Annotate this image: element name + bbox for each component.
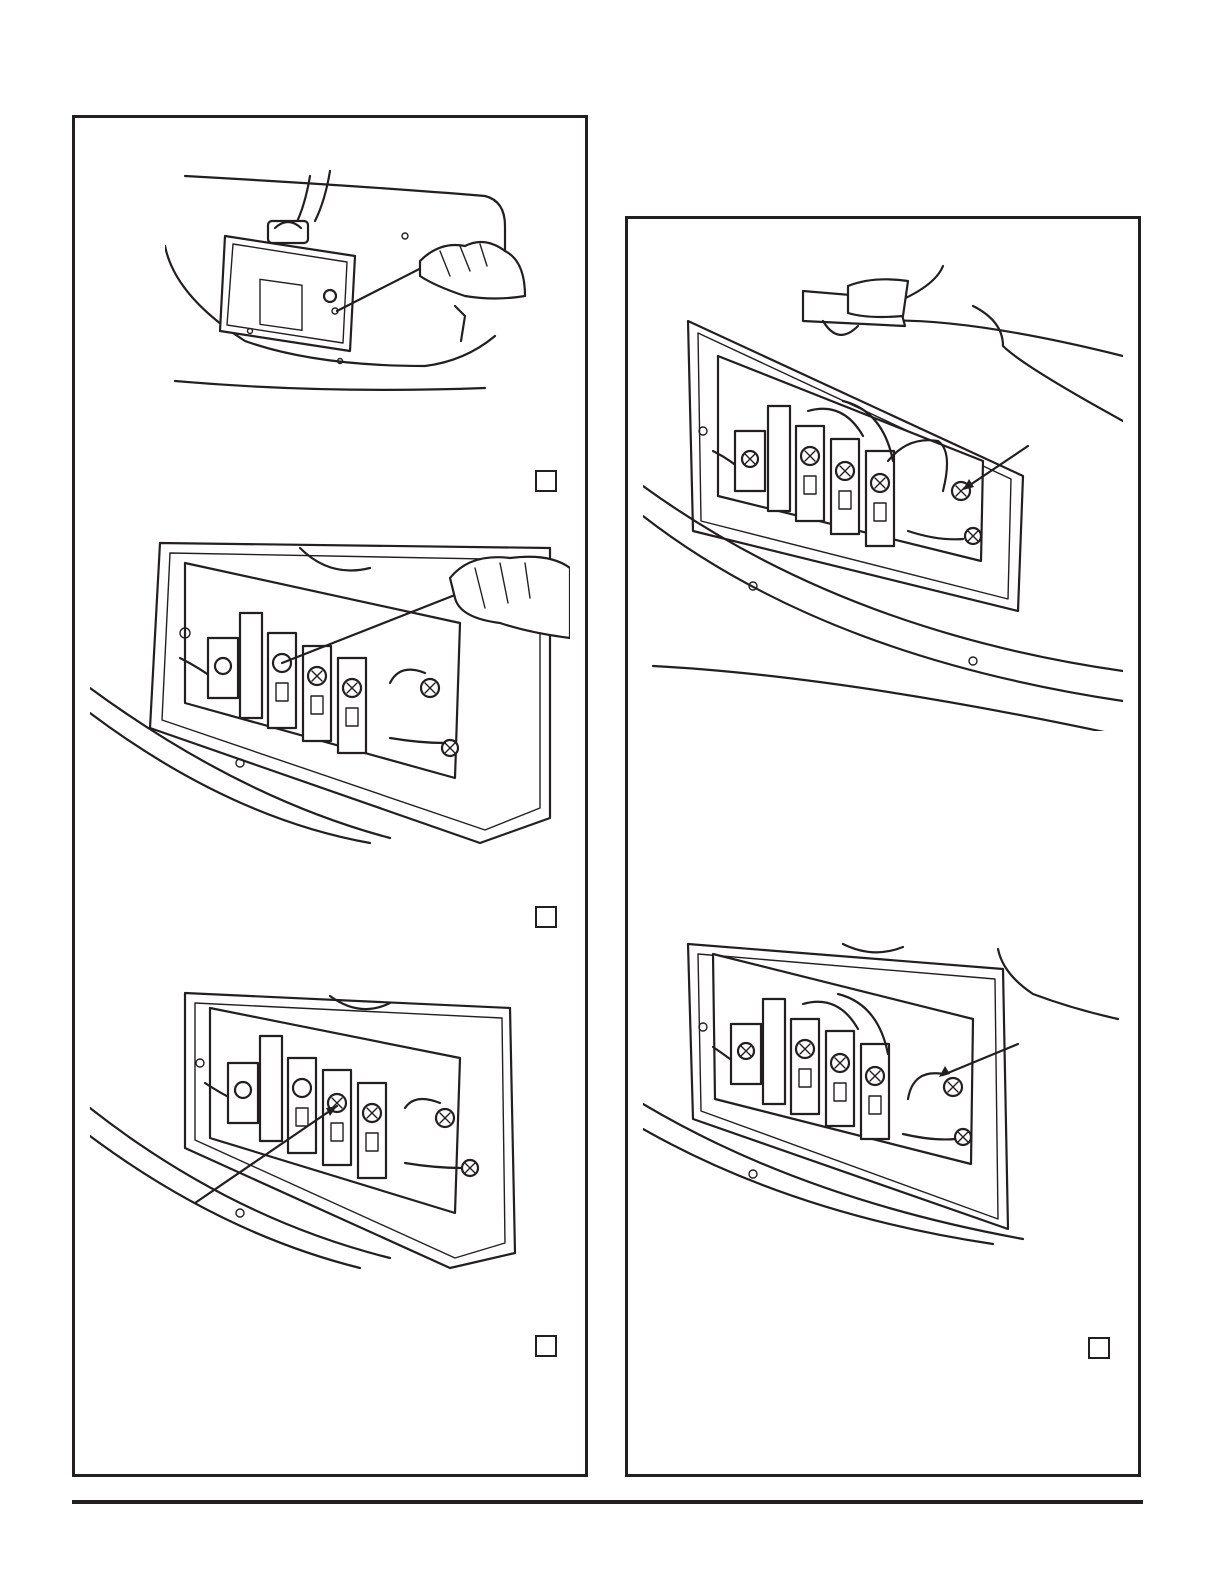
illustration-center-terminal	[90, 988, 570, 1273]
step-2-checkbox[interactable]	[535, 906, 557, 928]
illustration-ground-screw-callout	[643, 261, 1123, 731]
step-3-checkbox[interactable]	[535, 1335, 557, 1357]
step-1-checkbox[interactable]	[535, 470, 557, 492]
illustration-ground-strap-callout	[643, 939, 1123, 1249]
footer-rule	[72, 1500, 1143, 1504]
instruction-panel-right	[625, 216, 1141, 1477]
step-5-checkbox[interactable]	[1088, 1337, 1110, 1359]
illustration-loosen-terminals	[90, 538, 570, 848]
illustration-remove-cover	[165, 166, 545, 391]
instruction-panel-left	[72, 115, 588, 1477]
